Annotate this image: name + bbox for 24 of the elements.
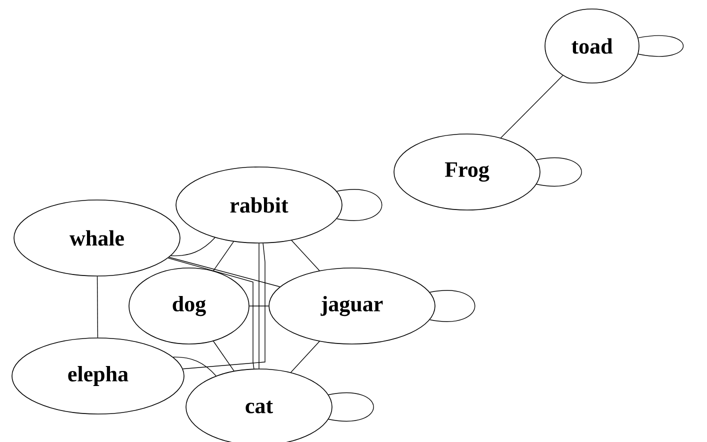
ellipse-node: elepha [12,338,184,414]
edge-line [172,356,216,376]
ellipse-node: Frog [394,134,540,210]
ellipse-node: rabbit [176,166,342,244]
edge-line [291,240,320,271]
edge-line [213,241,234,272]
self-loop [328,392,374,422]
self-loop [638,35,684,57]
edge-line [500,75,564,138]
self-loop [336,189,382,221]
ellipse-node: dog [128,268,250,344]
edge-line [96,276,98,338]
self-loop [536,158,582,186]
ellipse-node: toad [544,8,640,84]
edge-line [182,243,266,370]
self-loop [430,290,476,322]
edge-line [168,256,280,288]
edge-line [213,340,234,372]
ellipse-node: jaguar [268,268,436,344]
edge-line [170,237,216,256]
edge-line [168,258,254,370]
edge-line [290,341,320,373]
ellipse-node: whale [14,200,180,276]
edge-line [258,243,260,369]
